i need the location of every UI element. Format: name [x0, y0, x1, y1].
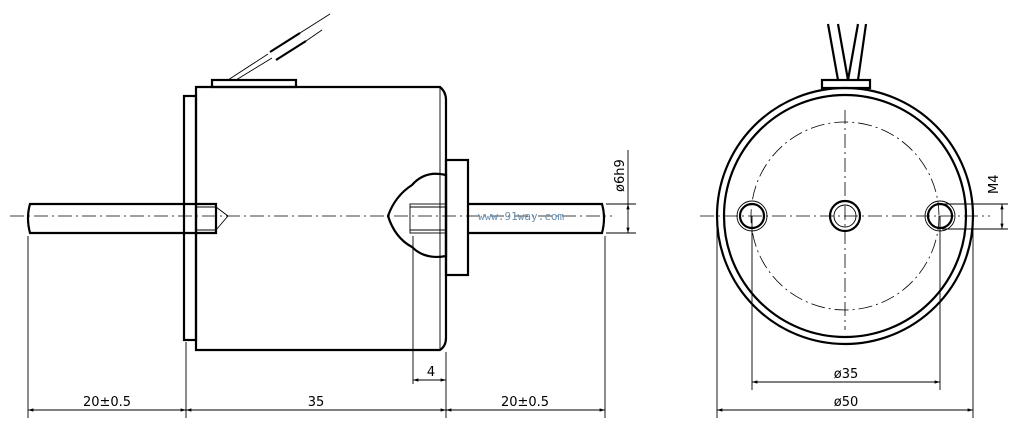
- watermark: www.91way.com: [478, 210, 564, 223]
- extension-lines: [27, 203, 636, 418]
- lead-wires-end: [826, 23, 868, 81]
- end-view: ø35 ø50 M4: [700, 23, 1008, 418]
- lead-wires: [227, 13, 331, 81]
- dim-hole-circle: ø35: [834, 367, 859, 382]
- dim-left-shaft: 20±0.5: [83, 395, 131, 410]
- right-shaft: [468, 202, 606, 235]
- dim-right-shaft: 20±0.5: [501, 395, 549, 410]
- dim-body-length: 35: [308, 395, 325, 410]
- coil-body: [194, 85, 448, 352]
- dimension-lines: [28, 150, 630, 412]
- rear-plate: [182, 94, 198, 342]
- dim-flange-thickness: 4: [427, 365, 435, 380]
- end-extension-lines: [716, 203, 1008, 418]
- left-shaft: [26, 202, 218, 235]
- front-flange: [444, 158, 470, 277]
- dim-outer-diameter: ø50: [834, 395, 859, 410]
- terminal-block-end: [820, 78, 872, 90]
- plunger-section: [386, 172, 448, 259]
- end-dimension-lines: [717, 204, 1004, 412]
- center-shaft: [828, 199, 862, 233]
- side-view: www.91way.com 20±0.5 35 20±0.5 4 ø6h9: [10, 13, 636, 418]
- dim-thread: M4: [987, 175, 1002, 195]
- dim-shaft-diameter: ø6h9: [613, 159, 628, 192]
